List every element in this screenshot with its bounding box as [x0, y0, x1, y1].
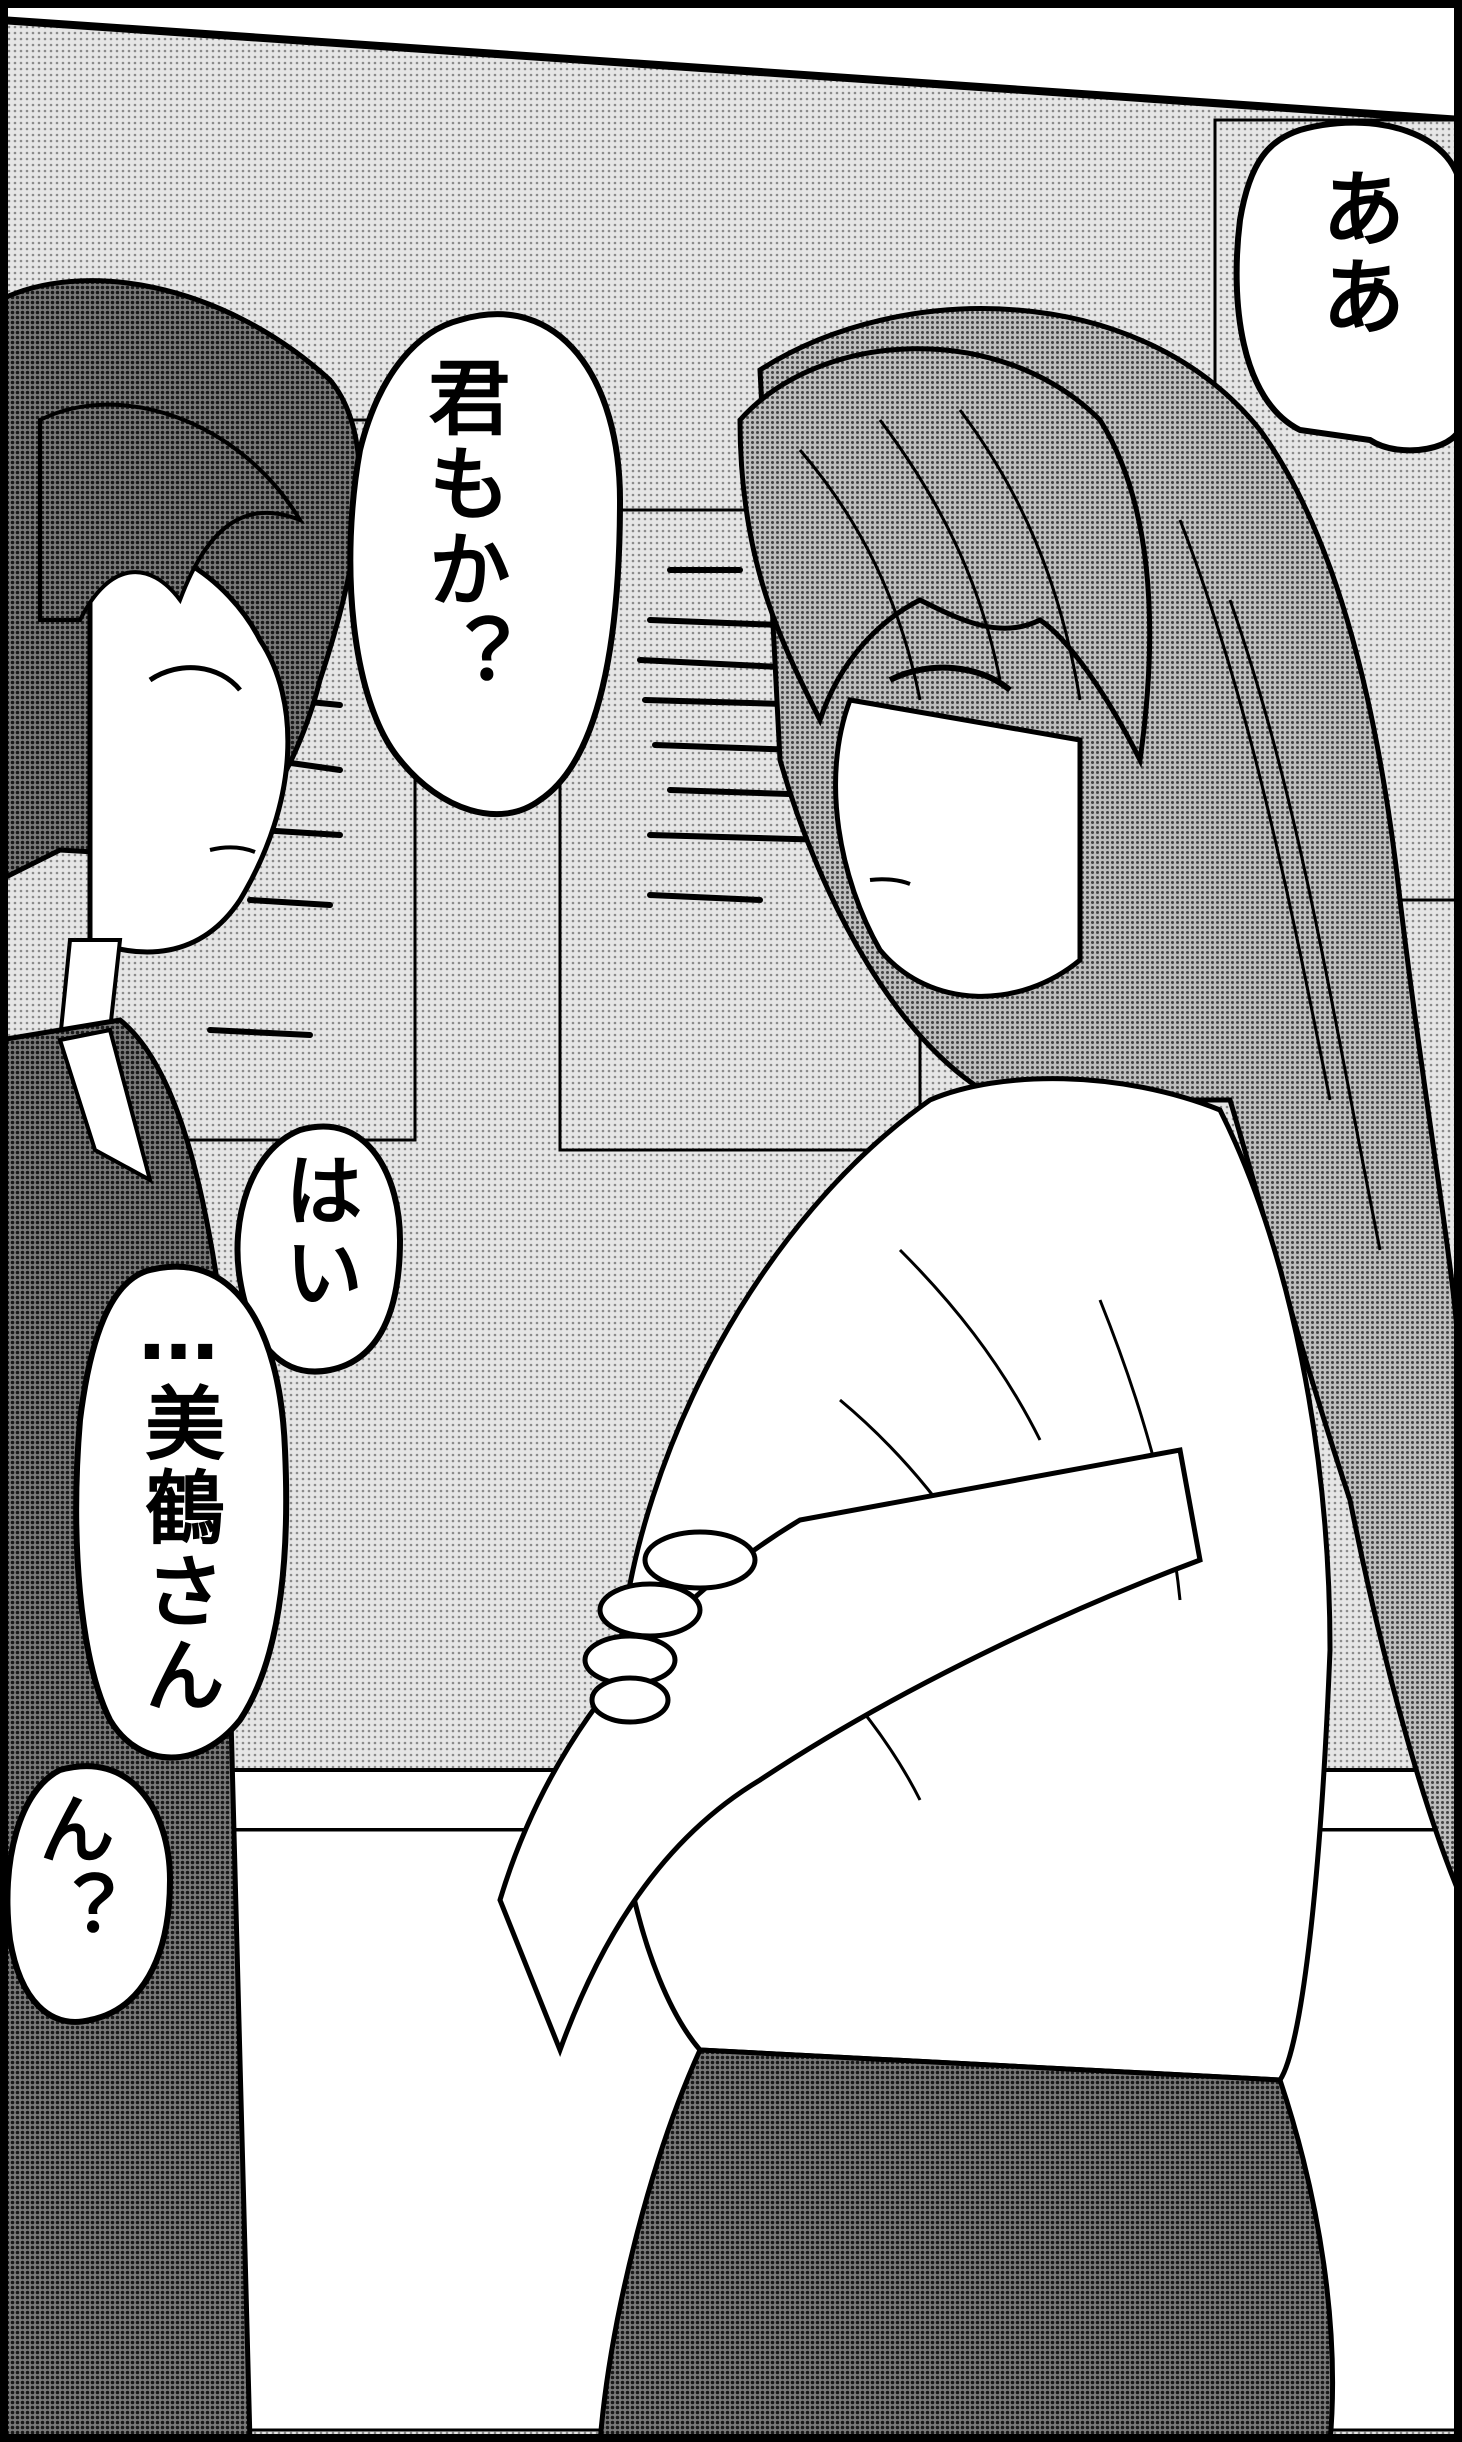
bubble-hai-shape — [234, 1123, 404, 1375]
girl-mouth — [869, 877, 911, 886]
bubble-mitsuru-shape — [73, 1263, 290, 1761]
bubble-n-text: ん？ — [26, 1790, 115, 1950]
girl-hair-front — [737, 346, 1153, 769]
panel-top-border — [0, 0, 1462, 120]
bubble-hai-text: はい — [272, 1150, 362, 1314]
boy-hair-front — [38, 402, 305, 622]
surprise-lines — [207, 567, 833, 1038]
bubble-kimi-mo-ka-text: 君もか？ — [414, 355, 509, 699]
bubble-kimi-shape — [347, 311, 624, 817]
bubble-n-shape — [4, 1763, 174, 2025]
girl-hand — [582, 1529, 758, 1725]
girl-skirt — [597, 2047, 1336, 2442]
panel-top-line — [0, 16, 1462, 124]
bubble-aa-shape — [1233, 119, 1462, 454]
boy-mouth — [209, 845, 256, 854]
boy-eye — [148, 665, 242, 692]
bubble-mitsuru-san-text: …美鶴さん — [132, 1285, 225, 1718]
girl-eye — [888, 664, 1012, 693]
bubble-aa-text: ああ — [1308, 165, 1406, 341]
boy-collar — [57, 1027, 154, 1184]
girl-face — [833, 697, 1083, 999]
girl-hair-strands — [798, 409, 1382, 1251]
